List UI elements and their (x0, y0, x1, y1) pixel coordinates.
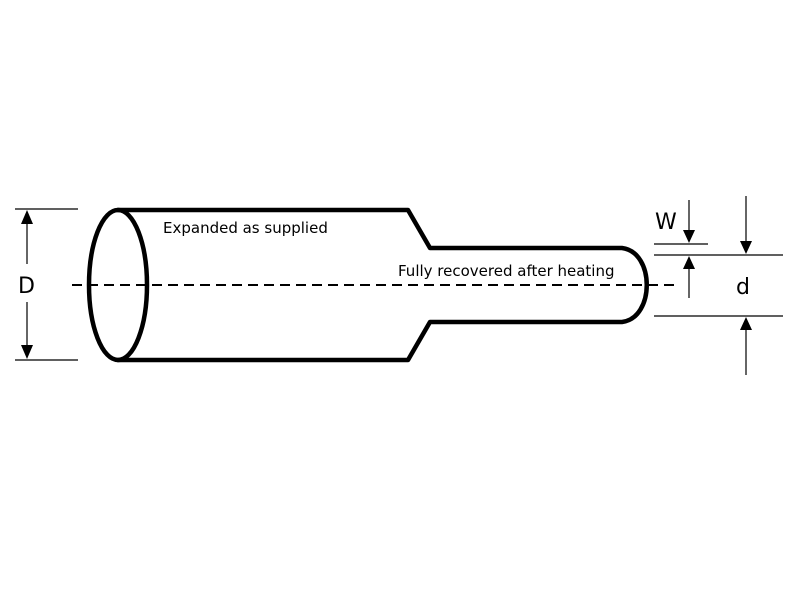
tube-outline (115, 207, 649, 363)
label-expanded-as-supplied: Expanded as supplied (163, 219, 328, 237)
inner-diameter-dimension (654, 196, 783, 375)
small-d-arrow-bottom (740, 317, 752, 330)
label-fully-recovered: Fully recovered after heating (398, 262, 615, 280)
label-inner-diameter: d (736, 275, 750, 300)
d-arrow-down (21, 345, 33, 359)
label-wall-thickness: W (655, 210, 677, 235)
w-arrow-bottom (683, 256, 695, 269)
d-arrow-up (21, 210, 33, 224)
tube-open-end (86, 207, 150, 363)
small-d-arrow-top (740, 241, 752, 254)
wall-thickness-dimension (654, 200, 783, 298)
outer-diameter-dimension (15, 208, 78, 361)
label-outer-diameter: D (18, 274, 35, 299)
w-arrow-top (683, 230, 695, 243)
